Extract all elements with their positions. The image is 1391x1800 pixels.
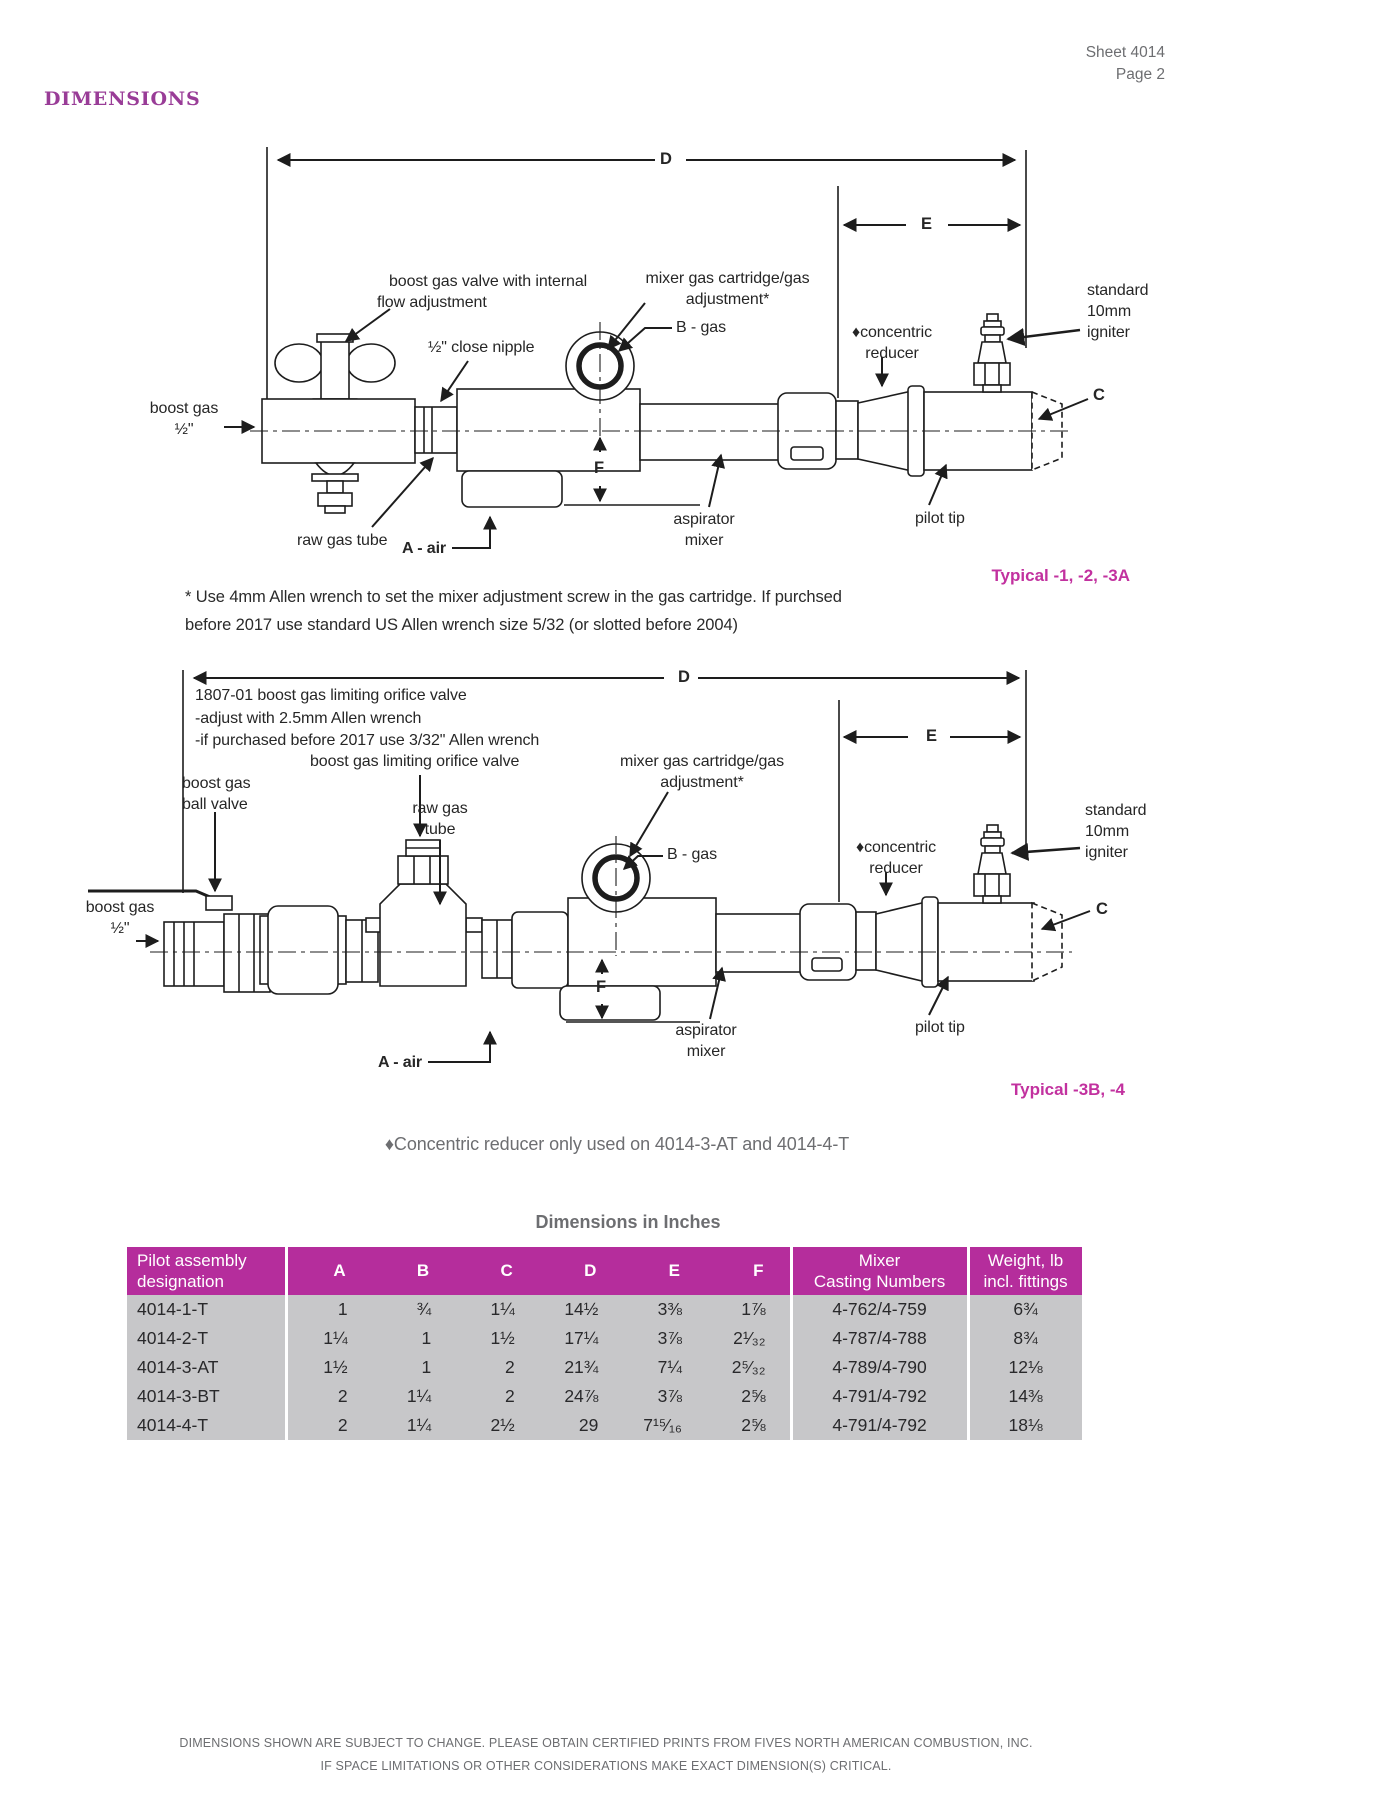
pilot-tip-label-2: pilot tip [915, 1019, 965, 1036]
col-header-c: C [455, 1247, 539, 1295]
column-divider [966, 1247, 970, 1295]
concentric-reducer-label-2: ♦concentric reducer [856, 839, 936, 878]
col-header-weight: Weight, lb incl. fittings [969, 1247, 1082, 1295]
boost-gas-valve-label: boost gas valve with internal flow adjus… [377, 273, 588, 312]
boost-gas-inlet-label: boost gas ½" [149, 400, 219, 439]
table-row: 4014-1-T 1 ¾ 1¼ 14½ 3⅜ 1⅞ 4-762/4-759 6¾ [127, 1295, 1082, 1324]
allen-wrench-footnote: * Use 4mm Allen wrench to set the mixer … [185, 588, 842, 635]
dim-f-label-2: F [596, 978, 607, 996]
disclaimer: DIMENSIONS SHOWN ARE SUBJECT TO CHANGE. … [179, 1736, 1033, 1774]
col-header-d: D [538, 1247, 623, 1295]
dim-c-label-2: C [1096, 900, 1108, 918]
table-row: 4014-3-AT 1½ 1 2 21¾ 7¼ 2⁵⁄₃₂ 4-789/4-79… [127, 1353, 1082, 1382]
mixer-cartridge-label-2: mixer gas cartridge/gas adjustment* [620, 753, 784, 792]
col-header-designation: Pilot assembly designation [127, 1247, 285, 1295]
dim-d-label-2: D [678, 668, 690, 686]
dimensions-table: Pilot assembly designation A B C D E F M… [127, 1247, 1082, 1440]
raw-gas-tube-label: raw gas tube [297, 532, 388, 549]
ball-valve-label: boost gas ball valve [182, 775, 251, 814]
a-air-label-2: A - air [378, 1054, 423, 1071]
table-header-row: Pilot assembly designation A B C D E F M… [127, 1247, 1082, 1295]
col-header-b: B [371, 1247, 456, 1295]
dim-d-label: D [660, 150, 672, 168]
table-body: 4014-1-T 1 ¾ 1¼ 14½ 3⅜ 1⅞ 4-762/4-759 6¾… [127, 1295, 1082, 1440]
a-air-label: A - air [402, 540, 447, 557]
igniter-label: standard 10mm igniter [1087, 282, 1149, 342]
pilot-assembly-drawing-1 [224, 147, 1089, 549]
igniter-label-2: standard 10mm igniter [1085, 802, 1147, 862]
col-header-f: F [705, 1247, 790, 1295]
table-title: Dimensions in Inches [535, 1212, 721, 1232]
table-row: 4014-2-T 1¼ 1 1½ 17¼ 3⅞ 2¹⁄₃₂ 4-787/4-78… [127, 1324, 1082, 1353]
b-gas-label-2: B - gas [667, 846, 717, 863]
column-divider [789, 1247, 793, 1295]
sheet-number: Sheet 4014 [1085, 44, 1165, 61]
typical-label-1: Typical -1, -2, -3A [991, 566, 1130, 585]
col-header-e: E [622, 1247, 706, 1295]
dim-e-label-2: E [926, 727, 938, 745]
page-number: Page 2 [1115, 66, 1165, 84]
table-row: 4014-3-BT 2 1¼ 2 24⅞ 3⅞ 2⅝ 4-791/4-792 1… [127, 1382, 1082, 1411]
dim-f-label: F [594, 459, 605, 477]
boost-gas-inlet-label-2: boost gas ½" [85, 899, 155, 938]
concentric-reducer-label: ♦concentric reducer [852, 324, 932, 363]
col-header-a: A [288, 1247, 372, 1295]
column-divider [285, 1247, 288, 1295]
orifice-valve-note: 1807-01 boost gas limiting orifice valve… [195, 687, 540, 750]
b-gas-label: B - gas [676, 319, 726, 336]
aspirator-mixer-label: aspirator mixer [673, 511, 735, 550]
mixer-cartridge-label: mixer gas cartridge/gas adjustment* [645, 270, 810, 309]
concentric-reducer-note: ♦Concentric reducer only used on 4014-3-… [384, 1134, 850, 1154]
page-title: DIMENSIONS [44, 88, 201, 110]
typical-label-2: Typical -3B, -4 [1011, 1080, 1125, 1099]
raw-gas-tube-label-2: raw gas tube [412, 800, 468, 839]
orifice-valve-label: boost gas limiting orifice valve [310, 753, 520, 770]
table-row: 4014-4-T 2 1¼ 2½ 29 7¹⁵⁄₁₆ 2⅝ 4-791/4-79… [127, 1411, 1082, 1440]
pilot-tip-label: pilot tip [915, 510, 965, 527]
dim-e-label: E [921, 215, 933, 233]
col-header-mixer: Mixer Casting Numbers [792, 1247, 967, 1295]
sheet-info: Sheet 4014 Page 2 [1086, 42, 1165, 87]
dim-c-label: C [1093, 386, 1105, 404]
aspirator-mixer-label-2: aspirator mixer [675, 1022, 737, 1061]
close-nipple-label: ½" close nipple [428, 339, 535, 356]
